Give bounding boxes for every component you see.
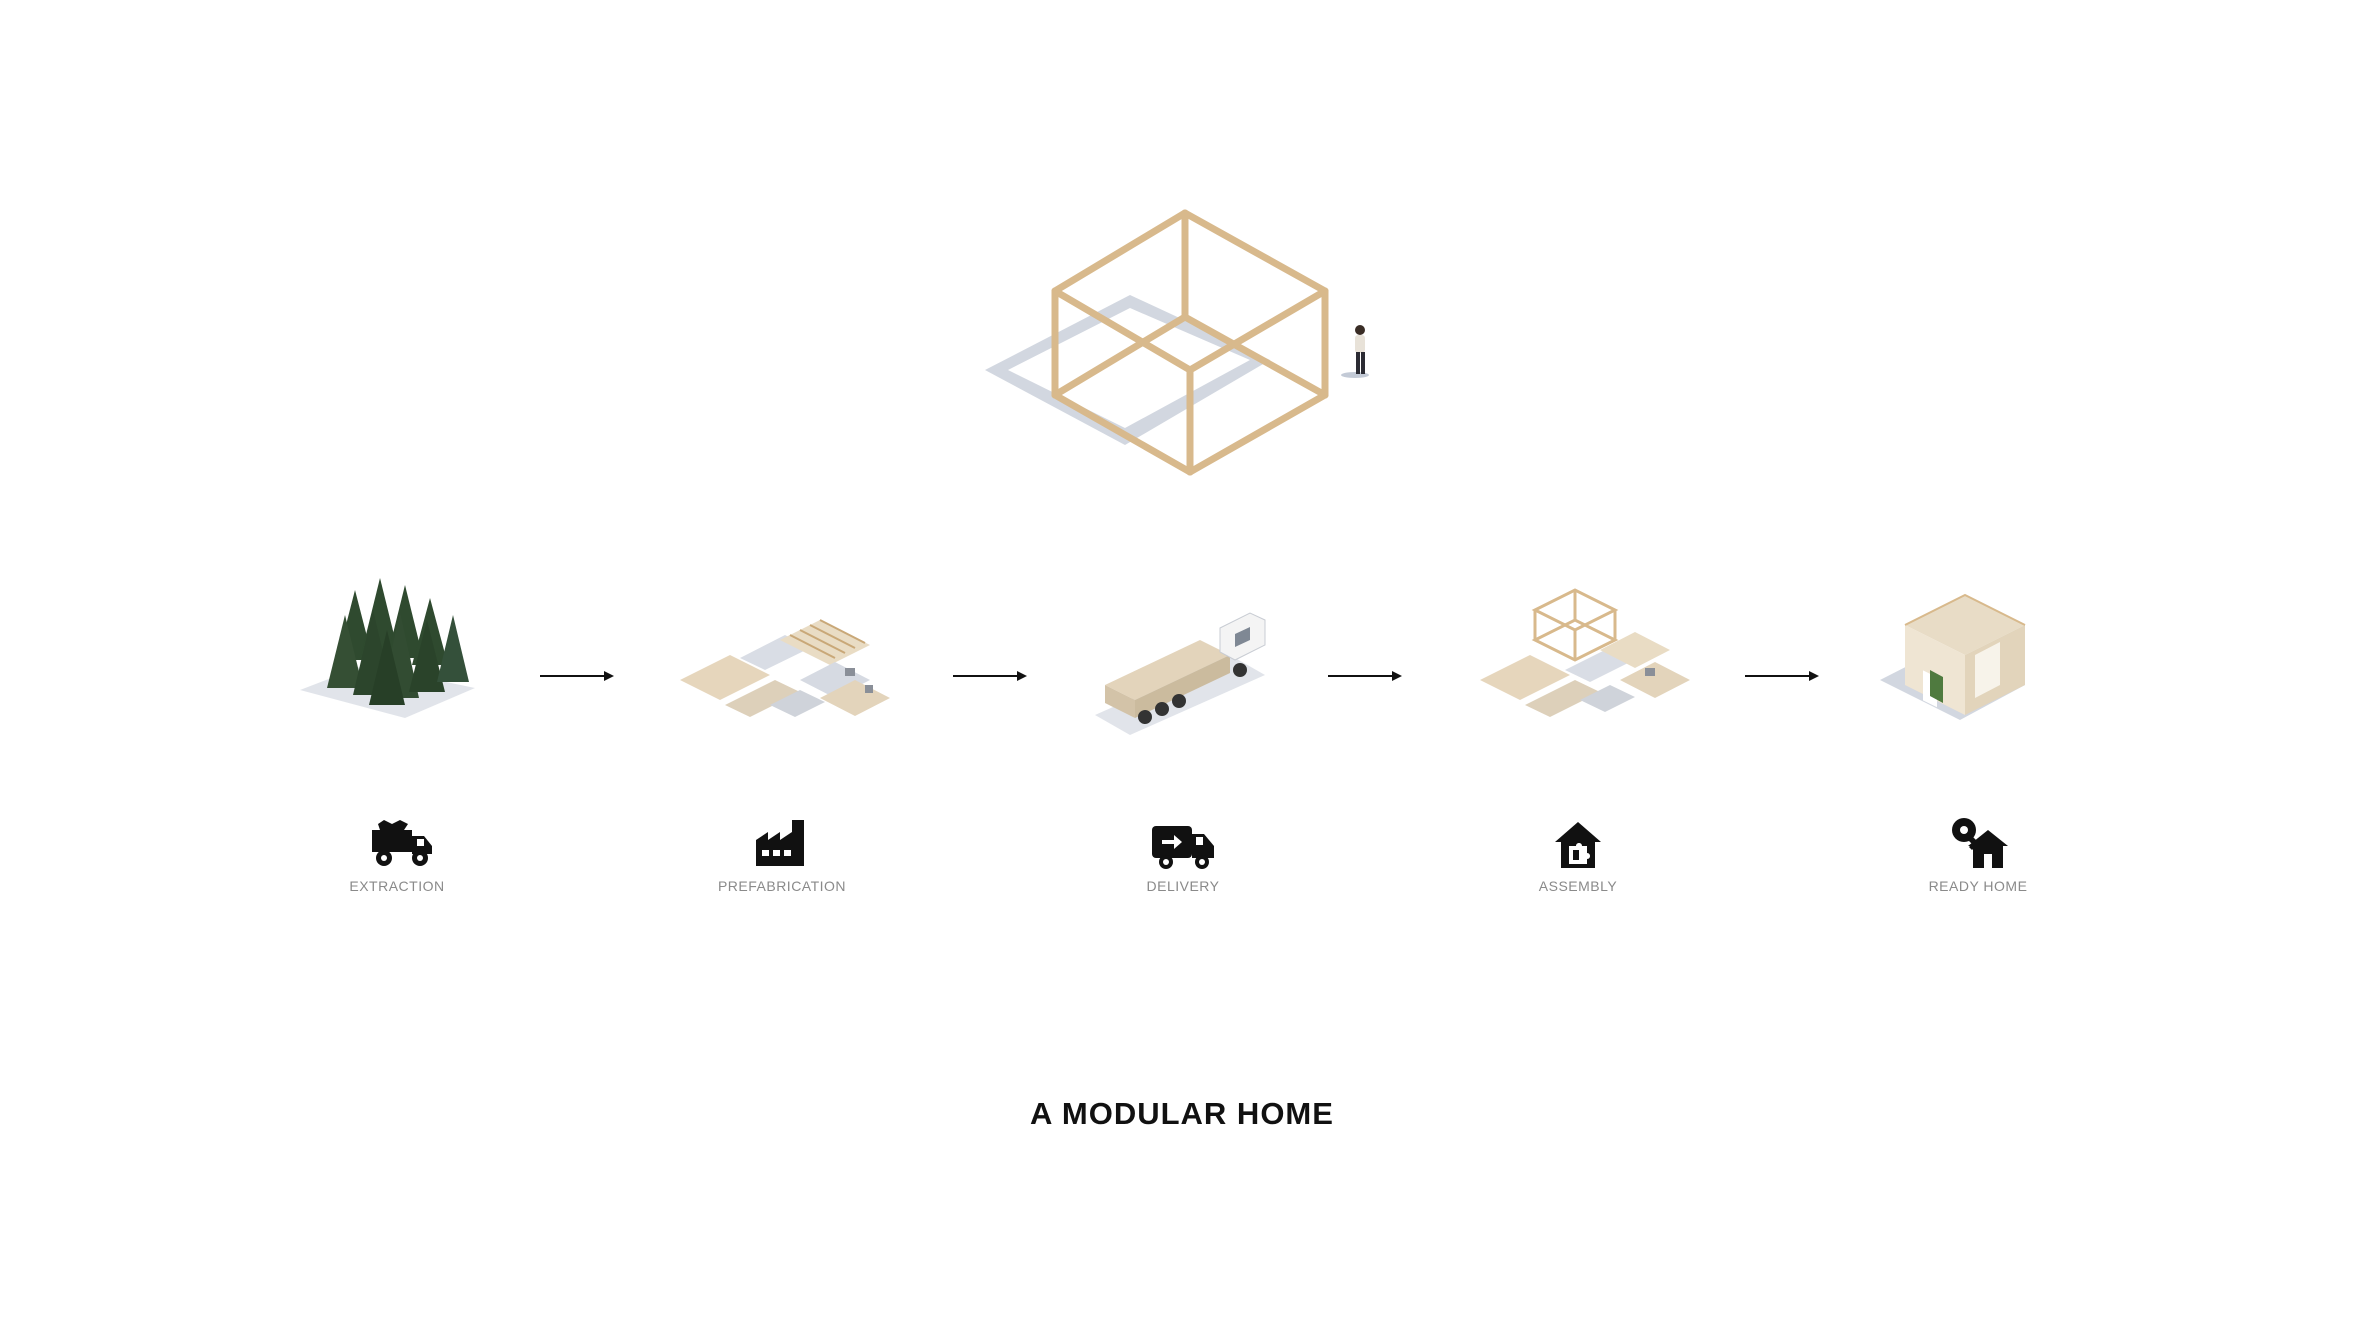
stage-label-assembly: ASSEMBLY xyxy=(1538,878,1618,894)
arrow-3 xyxy=(1328,671,1402,681)
person-figure xyxy=(1341,325,1369,378)
stage-label-delivery: DELIVERY xyxy=(1146,878,1220,894)
stage-label-ready-home: READY HOME xyxy=(1928,878,2028,894)
page-title: A MODULAR HOME xyxy=(1030,1096,1334,1131)
module-frame-illustration xyxy=(985,209,1369,476)
timber-frame xyxy=(1051,209,1329,476)
prefab-parts-illustration xyxy=(680,619,890,717)
dump-truck-icon xyxy=(372,820,432,866)
stage-label-prefabrication: PREFABRICATION xyxy=(717,878,847,894)
arrow-1 xyxy=(540,671,614,681)
house-puzzle-icon xyxy=(1555,822,1601,868)
delivery-truck-icon xyxy=(1152,826,1214,869)
forest-illustration xyxy=(300,578,475,718)
truck-illustration xyxy=(1095,612,1266,735)
factory-icon xyxy=(756,820,804,866)
stage-label-extraction: EXTRACTION xyxy=(349,878,445,894)
arrow-2 xyxy=(953,671,1027,681)
arrow-4 xyxy=(1745,671,1819,681)
assembly-illustration xyxy=(1480,588,1690,717)
house-key-icon xyxy=(1952,818,2008,868)
ready-home-illustration xyxy=(1880,593,2026,720)
